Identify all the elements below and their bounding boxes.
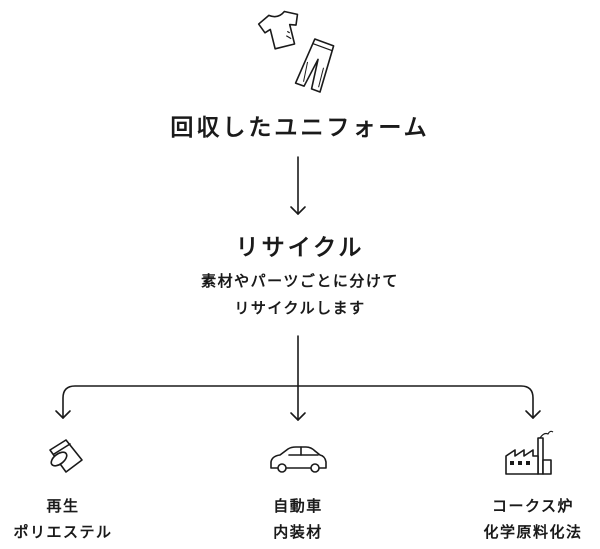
output-polyester-line2: ポリエステル <box>13 523 113 541</box>
arrowhead-to-factory <box>525 410 541 419</box>
output-polyester: 再生 ポリエステル <box>0 493 163 545</box>
source-title: 回収したユニフォーム <box>170 115 430 141</box>
recycle-title: リサイクル <box>235 235 365 261</box>
recycle-description-line2: リサイクルします <box>234 299 366 317</box>
output-coke-oven-line2: 化学原料化法 <box>483 523 583 541</box>
arrowhead-to-recycle <box>290 206 306 215</box>
output-coke-oven: コークス炉 化学原料化法 <box>433 493 600 545</box>
output-polyester-line1: 再生 <box>46 497 80 515</box>
recycle-description-line1: 素材やパーツごとに分けて <box>201 272 399 290</box>
arrowhead-to-car <box>290 412 306 421</box>
output-car-interior-line2: 内装材 <box>273 523 323 541</box>
branch-line <box>62 385 534 419</box>
output-car-interior-line1: 自動車 <box>273 497 323 515</box>
output-coke-oven-line1: コークス炉 <box>491 497 575 515</box>
recycle-description: 素材やパーツごとに分けて リサイクルします <box>0 268 600 322</box>
arrowhead-to-fabric <box>55 410 71 419</box>
output-car-interior: 自動車 内装材 <box>198 493 398 545</box>
